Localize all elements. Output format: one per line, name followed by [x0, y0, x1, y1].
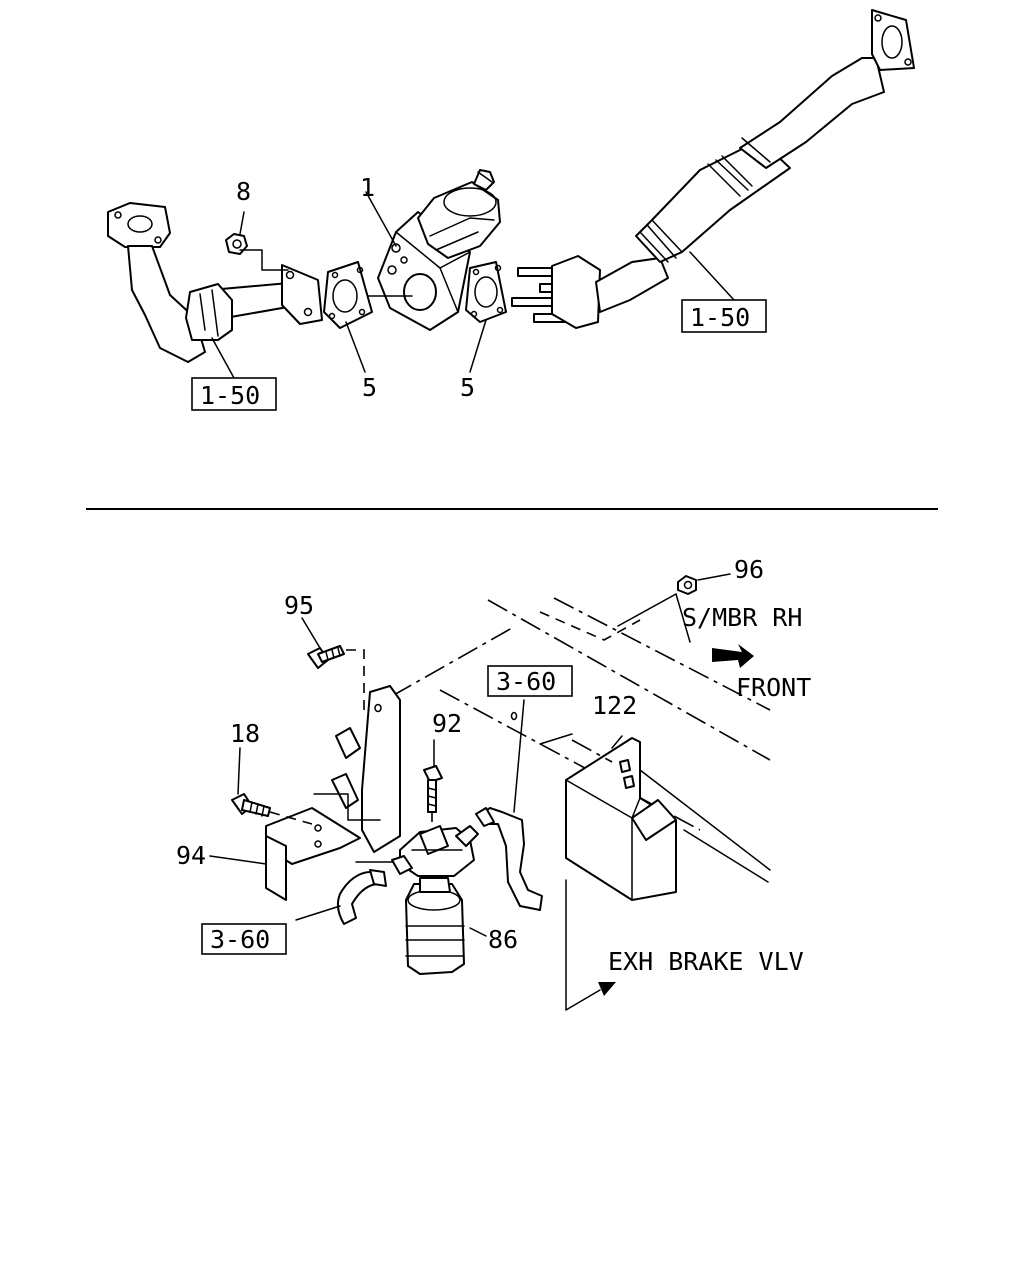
top-exhaust-assembly: 8 1 5 5 1-50 1-50 [107, 9, 915, 411]
vacuum-hoses-icon [295, 699, 543, 925]
callout-86: 86 [488, 925, 518, 954]
callout-8: 8 [236, 177, 251, 206]
callout-1: 1 [360, 173, 375, 202]
gasket-right-icon [465, 261, 507, 373]
ref-box-right [681, 299, 767, 333]
callout-122: 122 [592, 691, 637, 720]
callout-96: 96 [734, 555, 764, 584]
ref-left-label: 1-50 [200, 381, 260, 410]
callout-92: 92 [432, 709, 462, 738]
exhaust-brake-valve-icon [365, 169, 501, 331]
callout-95: 95 [284, 591, 314, 620]
note-exh-brake-vlv: EXH BRAKE VLV [608, 947, 804, 976]
callout-5-left: 5 [362, 373, 377, 402]
ref-right-label: 1-50 [690, 303, 750, 332]
exh-brake-arrow-icon [565, 879, 616, 1011]
ref-box-bottom [201, 923, 287, 955]
bolt-95-icon [301, 617, 365, 710]
ref-bottom-label: 3-60 [210, 925, 270, 954]
ref-top-label: 3-60 [496, 667, 556, 696]
ref-box-left [191, 377, 277, 411]
bottom-mounting-assembly: 95 96 18 92 122 94 86 S/MBR RH FRONT EXH… [176, 555, 811, 1011]
callout-5-right: 5 [460, 373, 475, 402]
callout-94: 94 [176, 841, 206, 870]
left-exhaust-pipe [107, 202, 323, 363]
solenoid-valve-86-icon [391, 825, 487, 975]
bolt-92-icon [423, 739, 443, 840]
cover-122-icon [539, 733, 771, 901]
note-front: FRONT [736, 673, 811, 702]
nut-8-icon [225, 211, 289, 271]
note-side-member: S/MBR RH [682, 603, 802, 632]
front-arrow-icon [712, 644, 754, 668]
ref-box-top [487, 665, 573, 697]
callout-18: 18 [230, 719, 260, 748]
gasket-left-icon [323, 261, 373, 373]
right-exhaust-pipe [551, 9, 915, 329]
bracket-94-icon [209, 685, 403, 901]
bolt-18-icon [231, 747, 313, 825]
nut-96-icon [677, 573, 731, 595]
